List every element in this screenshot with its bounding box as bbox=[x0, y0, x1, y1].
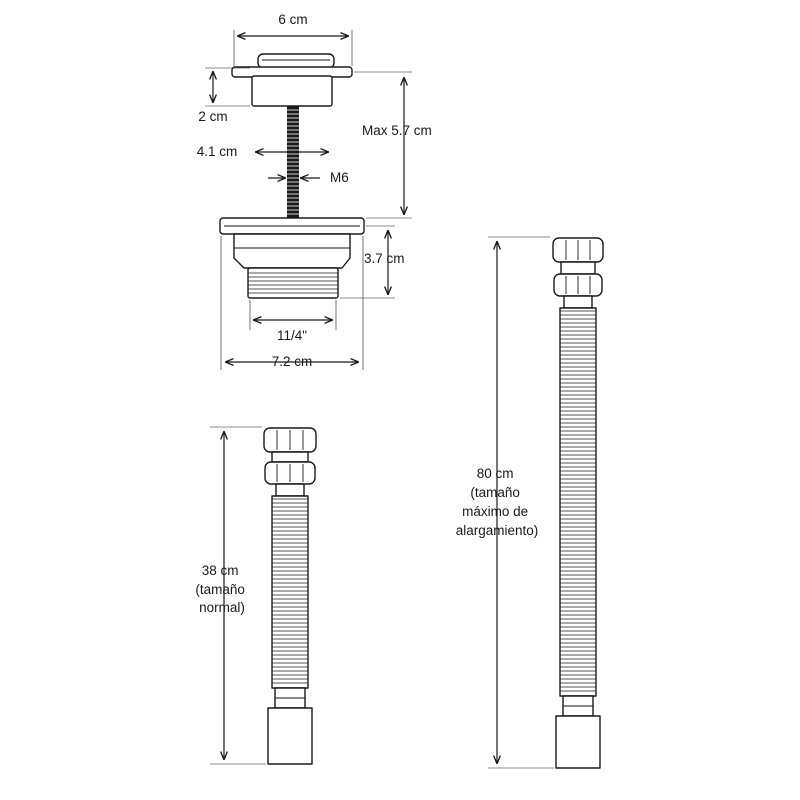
valve-cap-body bbox=[251, 75, 333, 107]
hose-long-corrugated bbox=[559, 307, 597, 697]
dim-rod-thread: M6 bbox=[330, 170, 349, 185]
valve-thread bbox=[247, 267, 339, 299]
dim-cap-height: 2 cm bbox=[198, 109, 227, 124]
dim-short-hose-length: 38 cm (tamaño normal) bbox=[195, 563, 248, 615]
hose-short-bottom-sleeve bbox=[267, 707, 313, 765]
valve-body bbox=[233, 233, 351, 269]
hose-long bbox=[552, 237, 604, 769]
hose-short-corrugated bbox=[271, 495, 309, 689]
dim-cap-inner: 4.1 cm bbox=[197, 144, 238, 159]
dim-flange-width: 7.2 cm bbox=[272, 354, 313, 369]
dim-long-hose-length: 80 cm (tamaño máximo de alargamiento) bbox=[456, 466, 539, 538]
dim-body-height: 3.7 cm bbox=[364, 251, 405, 266]
dim-max-height: Max 5.7 cm bbox=[362, 123, 432, 138]
hose-long-bottom-sleeve bbox=[555, 715, 601, 769]
valve-cap-knob bbox=[257, 53, 335, 69]
drain-valve bbox=[219, 53, 365, 299]
dim-thread-size: 11/4" bbox=[277, 328, 307, 343]
dim-cap-width: 6 cm bbox=[278, 12, 307, 27]
hose-short bbox=[263, 427, 317, 765]
